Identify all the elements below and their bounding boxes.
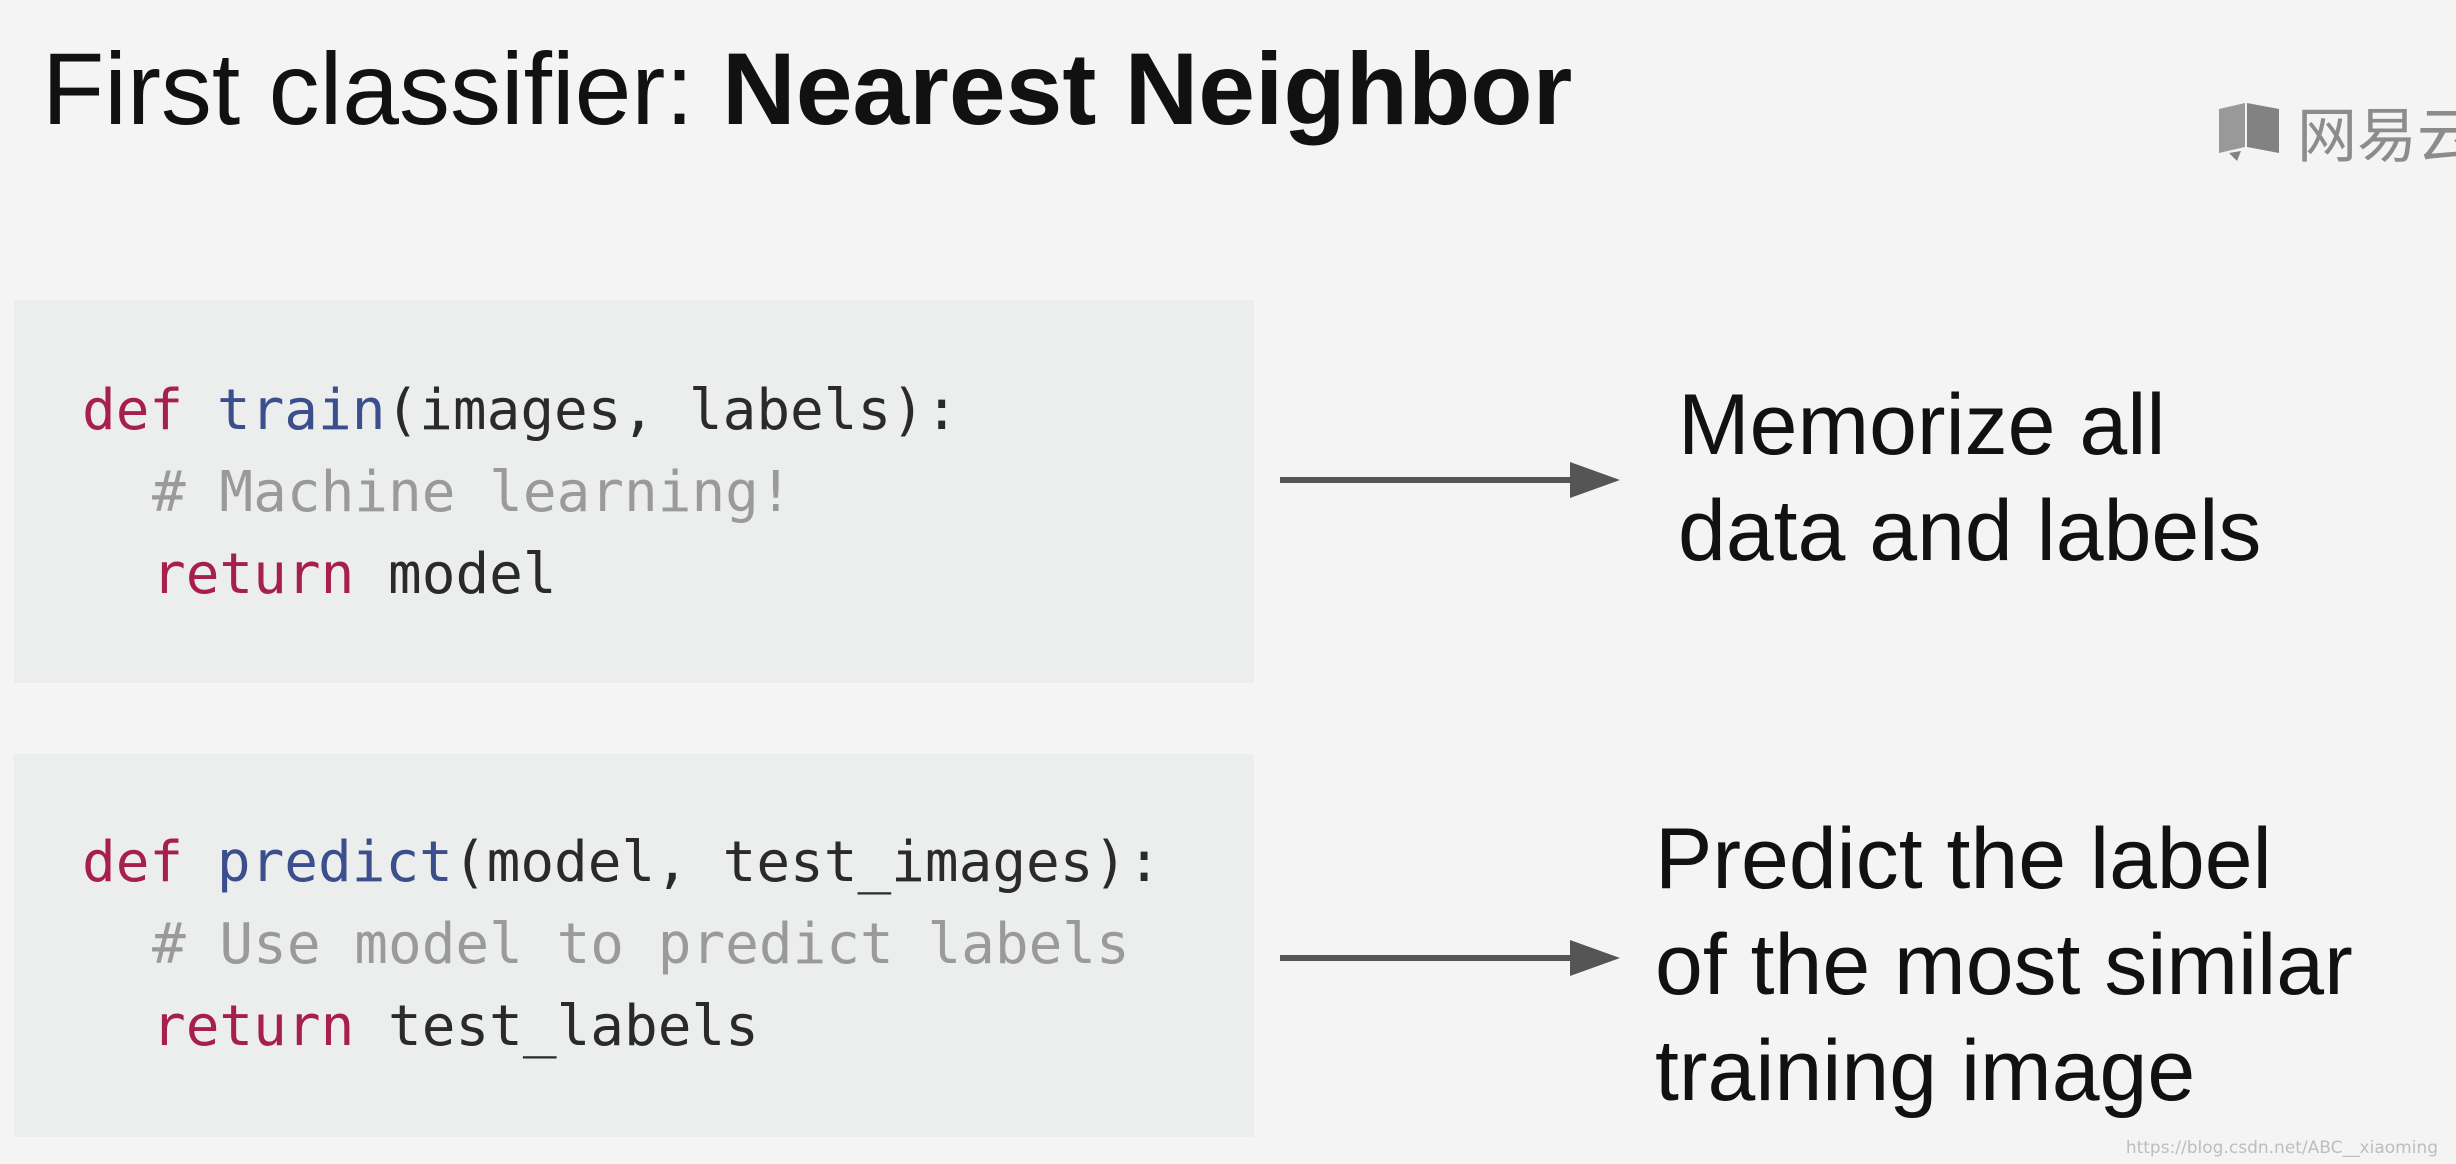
def-keyword: def [82, 830, 184, 895]
predict-return-line: return test_labels [82, 986, 1254, 1068]
predict-comment: # Use model to predict labels [152, 912, 1130, 977]
def-keyword: def [82, 378, 184, 443]
train-comment: # Machine learning! [152, 460, 793, 525]
train-description: Memorize all data and labels [1678, 372, 2261, 584]
slide-title: First classifier: Nearest Neighbor [42, 38, 1572, 140]
predict-description-line: of the most similar [1655, 917, 2353, 1013]
train-return-line: return model [82, 534, 1254, 616]
train-def-line: def train(images, labels): [82, 370, 1254, 452]
predict-signature: (model, test_images): [452, 830, 1161, 895]
watermark-logo: 网易云 [2215, 88, 2456, 175]
predict-function-name: predict [216, 830, 453, 895]
predict-description-line: Predict the label [1655, 811, 2272, 907]
source-url: https://blog.csdn.net/ABC__xiaoming [2125, 1138, 2438, 1158]
right-arrow-icon [1280, 462, 1620, 498]
train-code-block: def train(images, labels): # Machine lea… [14, 300, 1254, 683]
title-prefix: First classifier: [42, 32, 723, 146]
train-comment-line: # Machine learning! [82, 452, 1254, 534]
return-keyword: return [152, 542, 355, 607]
title-bold: Nearest Neighbor [722, 32, 1573, 146]
train-return-value: model [388, 542, 557, 607]
train-function-name: train [216, 378, 386, 443]
predict-code-block: def predict(model, test_images): # Use m… [14, 754, 1254, 1137]
train-description-line: data and labels [1678, 483, 2262, 579]
watermark-text: 网易云 [2297, 102, 2456, 172]
train-signature: (images, labels): [385, 378, 959, 443]
right-arrow-icon [1280, 940, 1620, 976]
predict-def-line: def predict(model, test_images): [82, 822, 1254, 904]
train-description-line: Memorize all [1678, 377, 2166, 473]
predict-return-value: test_labels [388, 994, 759, 1059]
chat-bubble-icon [2219, 102, 2279, 161]
predict-comment-line: # Use model to predict labels [82, 904, 1254, 986]
predict-description: Predict the label of the most similar tr… [1655, 806, 2353, 1124]
predict-description-line: training image [1655, 1023, 2196, 1119]
return-keyword: return [152, 994, 355, 1059]
